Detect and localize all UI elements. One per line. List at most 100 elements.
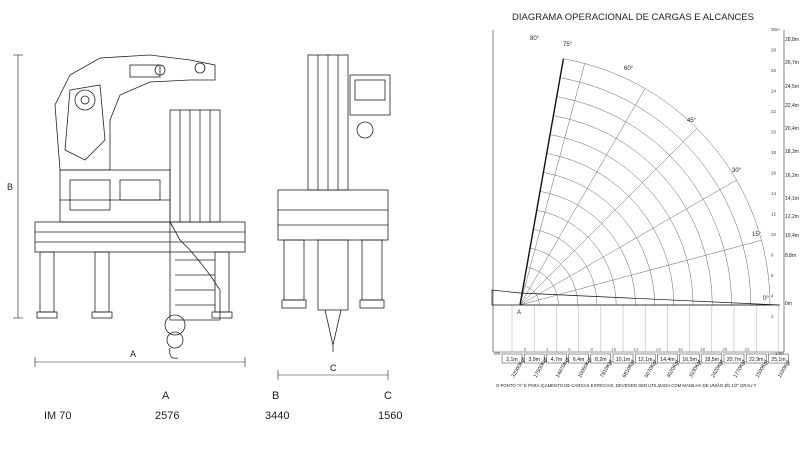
dimensions-table: A B C IM 70 2576 3440 1560 (0, 390, 800, 430)
height-scale-tick: 8 (771, 253, 774, 258)
reach-box (768, 353, 789, 364)
radius-arc (526, 266, 559, 306)
height-scale-tick: 22 (771, 109, 777, 114)
angle-line (519, 63, 585, 306)
radius-arc (539, 191, 636, 306)
dim-b-label: B (7, 182, 13, 192)
reach-label: 4,7m (551, 357, 563, 363)
col-header-a: A (162, 390, 170, 402)
reach-box (701, 353, 723, 364)
radius-arc (560, 77, 752, 306)
reach-box (590, 353, 612, 364)
angle-line (519, 88, 646, 306)
radius-arc (563, 58, 771, 306)
height-label: 0m (785, 301, 792, 307)
angle-label: 60° (624, 66, 634, 72)
height-scale-tick: 20 (771, 130, 777, 135)
reach-scale-tick: 22 (744, 347, 750, 352)
reach-box (612, 353, 634, 364)
height-scale-tick: 28 (771, 48, 777, 53)
reach-label: 6,4m (573, 357, 585, 363)
reach-label: 2,1m (506, 357, 518, 363)
height-scale-tick: 6 (771, 273, 774, 278)
radius-arc (546, 153, 675, 306)
height-scale-tick: 26 (771, 68, 777, 73)
outrigger-leg-left (39, 251, 55, 313)
reach-label: 12,1m (638, 357, 652, 363)
height-label: 22,4m (785, 103, 799, 109)
reach-box (634, 353, 656, 364)
height-scale-tick: 18 (771, 150, 777, 155)
reach-label: 16,5m (682, 357, 696, 363)
reach-scale-tick: 6 (568, 347, 571, 352)
radius-arc (533, 228, 598, 306)
reach-scale-start: 0m (494, 351, 501, 356)
angle-line (519, 179, 737, 306)
reach-label: 8,2m (595, 357, 607, 363)
reach-label: 10,1m (616, 357, 630, 363)
height-scale-tick: 30m (771, 27, 780, 32)
height-scale-tick: 4 (771, 294, 774, 299)
reach-box (745, 353, 767, 364)
angle-label: 15° (752, 232, 762, 238)
reach-label: 22,9m (749, 357, 763, 363)
boom-line (519, 58, 565, 306)
col-header-b: B (272, 390, 280, 402)
crane-side-view: A B (7, 54, 246, 367)
crane-column (169, 109, 221, 223)
col-header-c: C (384, 390, 392, 402)
angle-label: 80° (530, 36, 540, 42)
reach-label: 25,1m (771, 357, 785, 363)
reach-label: 3,9m (528, 357, 540, 363)
cell-a: 2576 (155, 410, 180, 422)
angle-label: 30° (732, 168, 742, 174)
angle-label: 0° (763, 296, 769, 302)
height-label: 12,2m (785, 214, 799, 220)
reach-label: 14,4m (660, 357, 674, 363)
angle-label: 45° (687, 118, 697, 124)
height-scale-tick: 24 (771, 89, 777, 94)
radius-arc (556, 96, 732, 306)
reach-scale-tick: 16 (678, 347, 684, 352)
cell-c: 1560 (378, 410, 403, 422)
reach-scale-end: 24m (775, 351, 784, 356)
reach-label: 18,5m (705, 357, 719, 363)
reach-scale-tick: 20 (722, 347, 728, 352)
reach-label: 20,7m (727, 357, 741, 363)
reach-scale-tick: 2 (524, 347, 527, 352)
reach-scale-tick: 4 (546, 347, 549, 352)
angle-label: 75° (563, 42, 573, 48)
height-label: 26,7m (785, 60, 799, 66)
reach-scale-tick: 10 (611, 347, 617, 352)
height-label: 16,2m (785, 173, 799, 179)
radius-arc (543, 172, 655, 306)
front-base (277, 189, 389, 241)
load-range-diagram: DIAGRAMA OPERACIONAL DE CARGAS E ALCANCE… (491, 12, 799, 388)
point-a-label: A (517, 310, 521, 316)
height-scale-tick: 12 (771, 212, 777, 217)
outrigger-leg-mid (94, 251, 110, 313)
radius-arc (553, 115, 713, 306)
height-scale-tick: 10 (771, 232, 777, 237)
cell-b: 3440 (265, 410, 290, 422)
reach-box (546, 353, 567, 364)
height-label: 14,1m (785, 196, 799, 202)
height-label: 24,5m (785, 84, 799, 90)
outrigger-leg-right (214, 251, 230, 313)
height-label: 8,8m (785, 253, 796, 259)
reach-box (679, 353, 700, 364)
reach-scale-tick: 14 (656, 347, 662, 352)
row-model: IM 70 (44, 410, 72, 422)
reach-box (568, 353, 589, 364)
reach-box (523, 353, 545, 364)
radius-arc (523, 285, 540, 306)
height-scale-tick: 2 (771, 314, 774, 319)
height-label: 10,4m (785, 233, 799, 239)
height-scale-tick: 16 (771, 171, 777, 176)
hook-block (164, 314, 186, 359)
radius-arc (550, 134, 694, 306)
reach-box (723, 353, 745, 364)
height-label: 28,8m (785, 37, 799, 43)
reach-scale-tick: 8 (590, 347, 593, 352)
